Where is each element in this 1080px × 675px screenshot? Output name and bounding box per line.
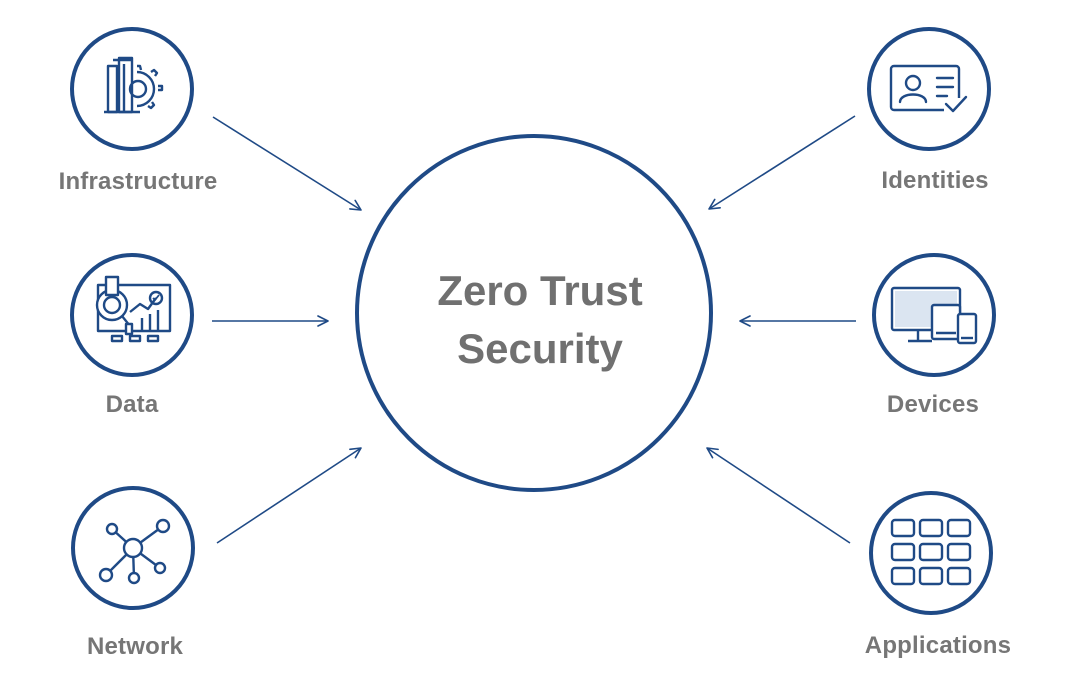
arrow-network (216, 447, 362, 544)
devices-icon (890, 286, 978, 345)
center-title: Zero Trust Security (360, 262, 720, 378)
label-data: Data (105, 391, 159, 418)
node-devices (872, 253, 996, 377)
center-circle (355, 134, 713, 492)
center-title-line1: Zero Trust (437, 267, 643, 314)
node-network (71, 486, 195, 610)
identity-card-icon (889, 64, 968, 114)
node-infrastructure (70, 27, 194, 151)
center-title-line2: Security (457, 325, 623, 372)
node-applications (869, 491, 993, 615)
node-data (70, 253, 194, 377)
node-identities (867, 27, 991, 151)
infrastructure-gear-icon (104, 56, 164, 114)
label-identities: Identities (881, 167, 989, 194)
network-nodes-icon (98, 518, 171, 585)
label-network: Network (86, 633, 184, 660)
label-infrastructure: Infrastructure (58, 168, 218, 195)
data-analytics-icon (95, 275, 172, 343)
arrow-applications (706, 447, 851, 544)
applications-grid-icon (890, 518, 972, 586)
label-devices: Devices (886, 391, 980, 418)
label-applications: Applications (864, 632, 1012, 659)
arrow-identities (708, 115, 856, 210)
arrow-infrastructure (212, 116, 362, 211)
